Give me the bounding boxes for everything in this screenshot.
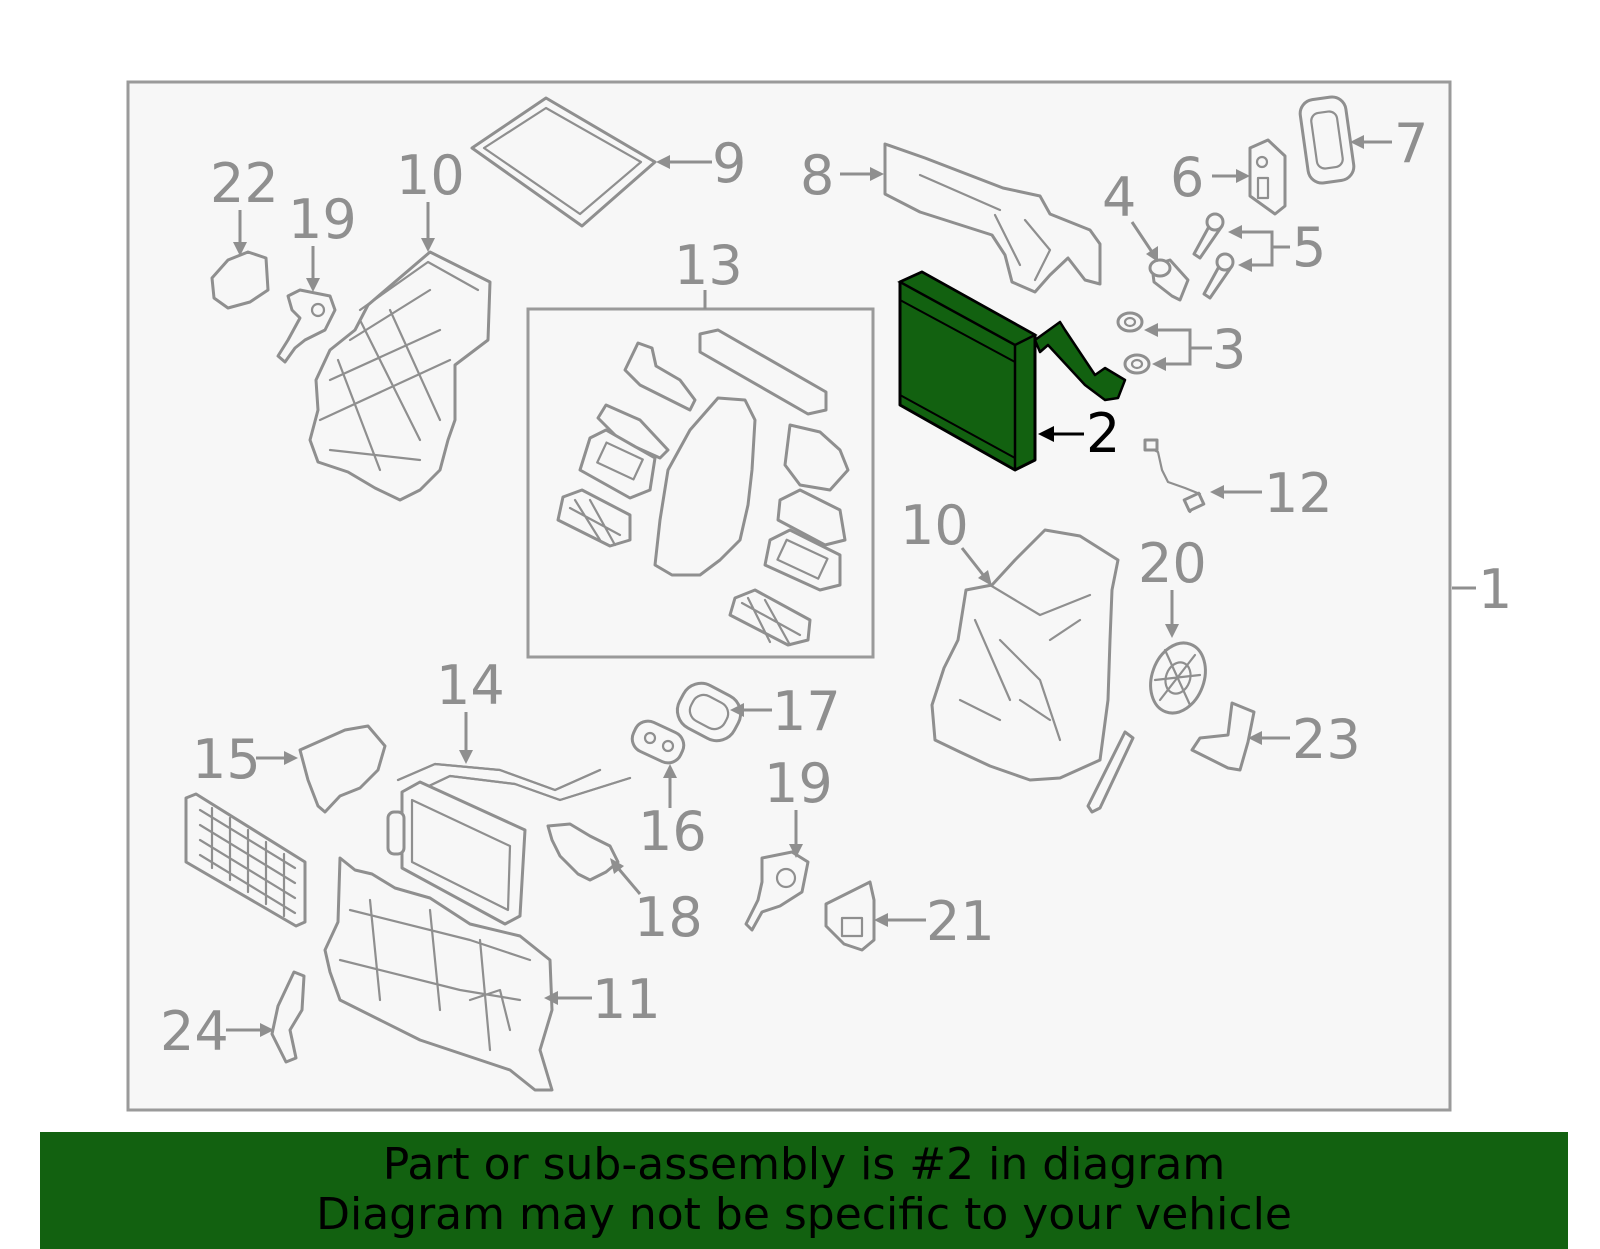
callout-1: 1 [1478, 558, 1512, 621]
part-14-pipes[interactable] [396, 762, 632, 802]
filter-grid[interactable] [184, 792, 307, 928]
part-16-seal-plate[interactable] [628, 717, 689, 768]
part-10-case-upper[interactable] [308, 250, 492, 502]
callout-16: 16 [638, 800, 707, 863]
part-20-blower-fan[interactable] [1141, 635, 1214, 720]
part-2-evaporator[interactable] [897, 270, 1127, 472]
callout-12: 12 [1264, 462, 1333, 525]
callout-19-lower: 19 [764, 752, 833, 815]
part-12-harness[interactable] [1143, 438, 1206, 514]
callout-3: 3 [1212, 318, 1246, 381]
part-5-screws[interactable] [1192, 212, 1235, 300]
callout-14: 14 [436, 654, 505, 717]
part-15-cover[interactable] [298, 724, 387, 814]
callout-4: 4 [1102, 166, 1136, 229]
part-22-actuator[interactable] [210, 250, 270, 310]
part-17-gasket[interactable] [670, 676, 747, 747]
callout-21: 21 [926, 890, 995, 953]
part-11-lower-case[interactable] [323, 856, 554, 1092]
callout-7: 7 [1394, 112, 1428, 175]
callout-10-upper: 10 [396, 144, 465, 207]
part-7-seal[interactable] [1298, 95, 1356, 185]
parts-diagram: 1 2 3 4 5 6 7 8 9 10 10 11 12 13 14 15 1… [126, 80, 1512, 1112]
leader-lines [226, 135, 1476, 1037]
callout-2: 2 [1086, 402, 1120, 465]
part-9-filter[interactable] [470, 96, 657, 228]
part-24-hose[interactable] [270, 970, 306, 1064]
part-6-sensor[interactable] [1248, 138, 1287, 216]
footer-line-2: Diagram may not be specific to your vehi… [316, 1189, 1292, 1240]
callout-numbers: 1 2 3 4 5 6 7 8 9 10 10 11 12 13 14 15 1… [160, 112, 1512, 1063]
callout-24: 24 [160, 1000, 229, 1063]
part-23-bracket[interactable] [1190, 701, 1256, 772]
callout-10-lower: 10 [900, 494, 969, 557]
callout-9: 9 [712, 132, 746, 195]
callout-15: 15 [192, 728, 261, 791]
footer-banner: Part or sub-assembly is #2 in diagram Di… [40, 1132, 1568, 1249]
part-18-bracket[interactable] [546, 822, 620, 882]
part-4-valve[interactable] [1148, 258, 1190, 302]
callout-13: 13 [674, 234, 743, 297]
callout-22: 22 [210, 152, 279, 215]
heater-core[interactable] [386, 780, 527, 926]
part-3-o-rings[interactable] [1116, 311, 1151, 375]
callout-8: 8 [800, 144, 834, 207]
callout-17: 17 [772, 680, 841, 743]
callout-19-upper: 19 [288, 188, 357, 251]
part-13-door-set[interactable] [556, 328, 850, 647]
callout-6: 6 [1170, 146, 1204, 209]
callout-11: 11 [592, 968, 661, 1031]
callout-20: 20 [1138, 532, 1207, 595]
part-10-case-lower[interactable] [930, 528, 1120, 782]
callout-18: 18 [634, 886, 703, 949]
callout-5: 5 [1292, 216, 1326, 279]
sensor-rod [1086, 730, 1135, 814]
footer-line-1: Part or sub-assembly is #2 in diagram [382, 1139, 1226, 1190]
part-19-actuator-lower[interactable] [744, 850, 810, 932]
part-19-actuator-upper[interactable] [276, 288, 337, 364]
part-21-actuator[interactable] [824, 880, 876, 952]
part-8-duct[interactable] [883, 142, 1102, 294]
callout-23: 23 [1292, 708, 1361, 771]
